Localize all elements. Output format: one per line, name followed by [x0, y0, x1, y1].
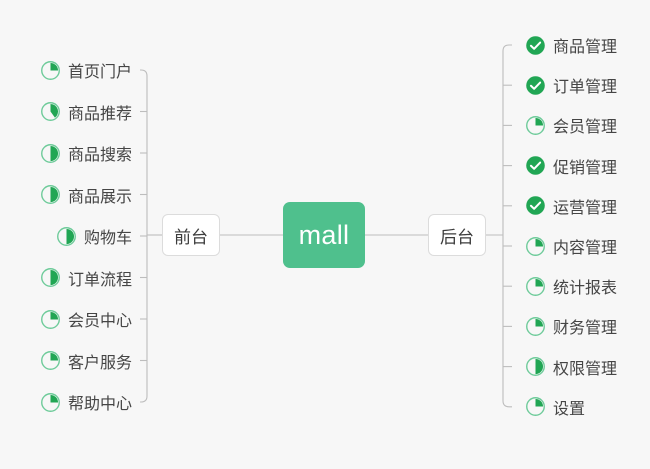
pie-progress-icon: [41, 143, 60, 163]
check-circle-icon: [526, 196, 545, 216]
leaf-node-label: 内容管理: [553, 240, 618, 257]
wire-frontend-spine: [140, 69, 148, 403]
check-circle-icon: [526, 156, 545, 175]
leaf-node-label: 促销管理: [553, 159, 618, 177]
branch-node-frontend-label: 前台: [174, 227, 208, 247]
pie-progress-icon: [526, 236, 545, 256]
leaf-node-label: 商品搜索: [67, 147, 132, 164]
pie-progress-icon: [41, 392, 60, 412]
leaf-node-frontend-1[interactable]: 商品推荐: [40, 99, 132, 125]
check-circle-icon: [526, 35, 545, 55]
leaf-node-frontend-6[interactable]: 会员中心: [40, 306, 132, 332]
leaf-node-backend-7[interactable]: 财务管理: [525, 313, 617, 339]
leaf-node-label: 权限管理: [553, 360, 618, 378]
center-node-label: mall: [298, 219, 350, 250]
leaf-node-label: 客户服务: [67, 354, 132, 372]
branch-node-frontend[interactable]: 前台: [162, 214, 220, 256]
leaf-node-frontend-4[interactable]: 购物车: [56, 223, 132, 249]
check-circle-icon: [526, 75, 545, 95]
leaf-node-backend-2[interactable]: 会员管理: [525, 112, 617, 138]
leaf-node-backend-8[interactable]: 权限管理: [525, 354, 617, 380]
pie-progress-icon: [41, 309, 60, 329]
wire-backend-spine: [502, 44, 512, 408]
leaf-node-frontend-0[interactable]: 首页门户: [40, 57, 132, 83]
pie-progress-icon: [41, 102, 60, 121]
leaf-node-label: 帮助中心: [67, 396, 132, 413]
leaf-node-label: 商品管理: [553, 39, 618, 56]
pie-progress-icon: [41, 268, 60, 287]
leaf-node-label: 订单管理: [553, 79, 618, 97]
leaf-node-label: 统计报表: [553, 280, 618, 298]
leaf-node-label: 设置: [553, 400, 586, 418]
leaf-node-backend-6[interactable]: 统计报表: [525, 273, 617, 299]
leaf-node-backend-5[interactable]: 内容管理: [525, 233, 617, 259]
pie-progress-icon: [526, 316, 545, 336]
branch-node-backend-label: 后台: [440, 227, 474, 247]
leaf-node-label: 会员中心: [67, 313, 132, 330]
leaf-node-label: 首页门户: [67, 64, 132, 81]
leaf-node-label: 财务管理: [553, 320, 618, 338]
pie-progress-icon: [526, 115, 545, 135]
leaf-node-backend-9[interactable]: 设置: [525, 394, 585, 420]
pie-progress-icon: [41, 351, 60, 370]
leaf-node-backend-3[interactable]: 促销管理: [525, 153, 617, 179]
center-node-mall[interactable]: mall: [283, 202, 365, 268]
leaf-node-label: 商品推荐: [67, 105, 132, 123]
leaf-node-backend-0[interactable]: 商品管理: [525, 32, 617, 58]
pie-progress-icon: [41, 60, 60, 80]
leaf-node-label: 运营管理: [553, 199, 618, 217]
leaf-node-backend-4[interactable]: 运营管理: [525, 193, 617, 219]
pie-progress-icon: [526, 357, 545, 377]
pie-progress-icon: [41, 185, 60, 204]
leaf-node-label: 商品展示: [67, 188, 132, 206]
pie-progress-icon: [526, 276, 545, 296]
leaf-node-frontend-5[interactable]: 订单流程: [40, 265, 132, 291]
leaf-node-frontend-8[interactable]: 帮助中心: [40, 389, 132, 415]
pie-progress-icon: [526, 397, 545, 417]
leaf-node-backend-1[interactable]: 订单管理: [525, 72, 617, 98]
leaf-node-frontend-3[interactable]: 商品展示: [40, 182, 132, 208]
leaf-node-frontend-2[interactable]: 商品搜索: [40, 140, 132, 166]
leaf-node-frontend-7[interactable]: 客户服务: [40, 348, 132, 374]
branch-node-backend[interactable]: 后台: [428, 214, 486, 256]
leaf-node-label: 订单流程: [67, 271, 132, 289]
pie-progress-icon: [57, 226, 76, 246]
leaf-node-label: 购物车: [83, 230, 132, 247]
leaf-node-label: 会员管理: [553, 119, 618, 137]
